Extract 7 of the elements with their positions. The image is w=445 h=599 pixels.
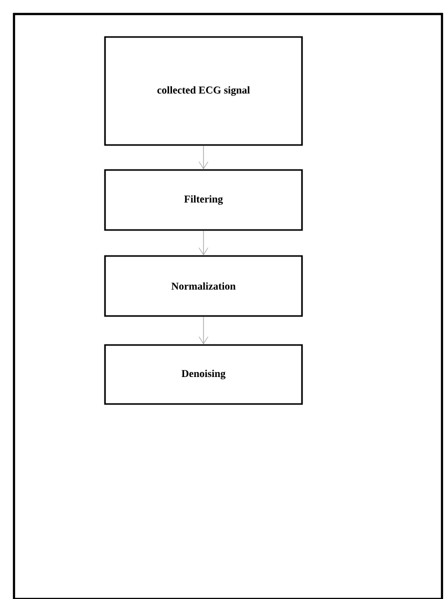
arrow (198, 230, 208, 255)
process-box: Normalization (104, 255, 303, 317)
arrow (198, 146, 208, 169)
process-box: Filtering (104, 169, 303, 231)
arrow (198, 316, 208, 344)
process-box: Denoising (104, 344, 303, 405)
process-box: collected ECG signal (104, 36, 303, 146)
